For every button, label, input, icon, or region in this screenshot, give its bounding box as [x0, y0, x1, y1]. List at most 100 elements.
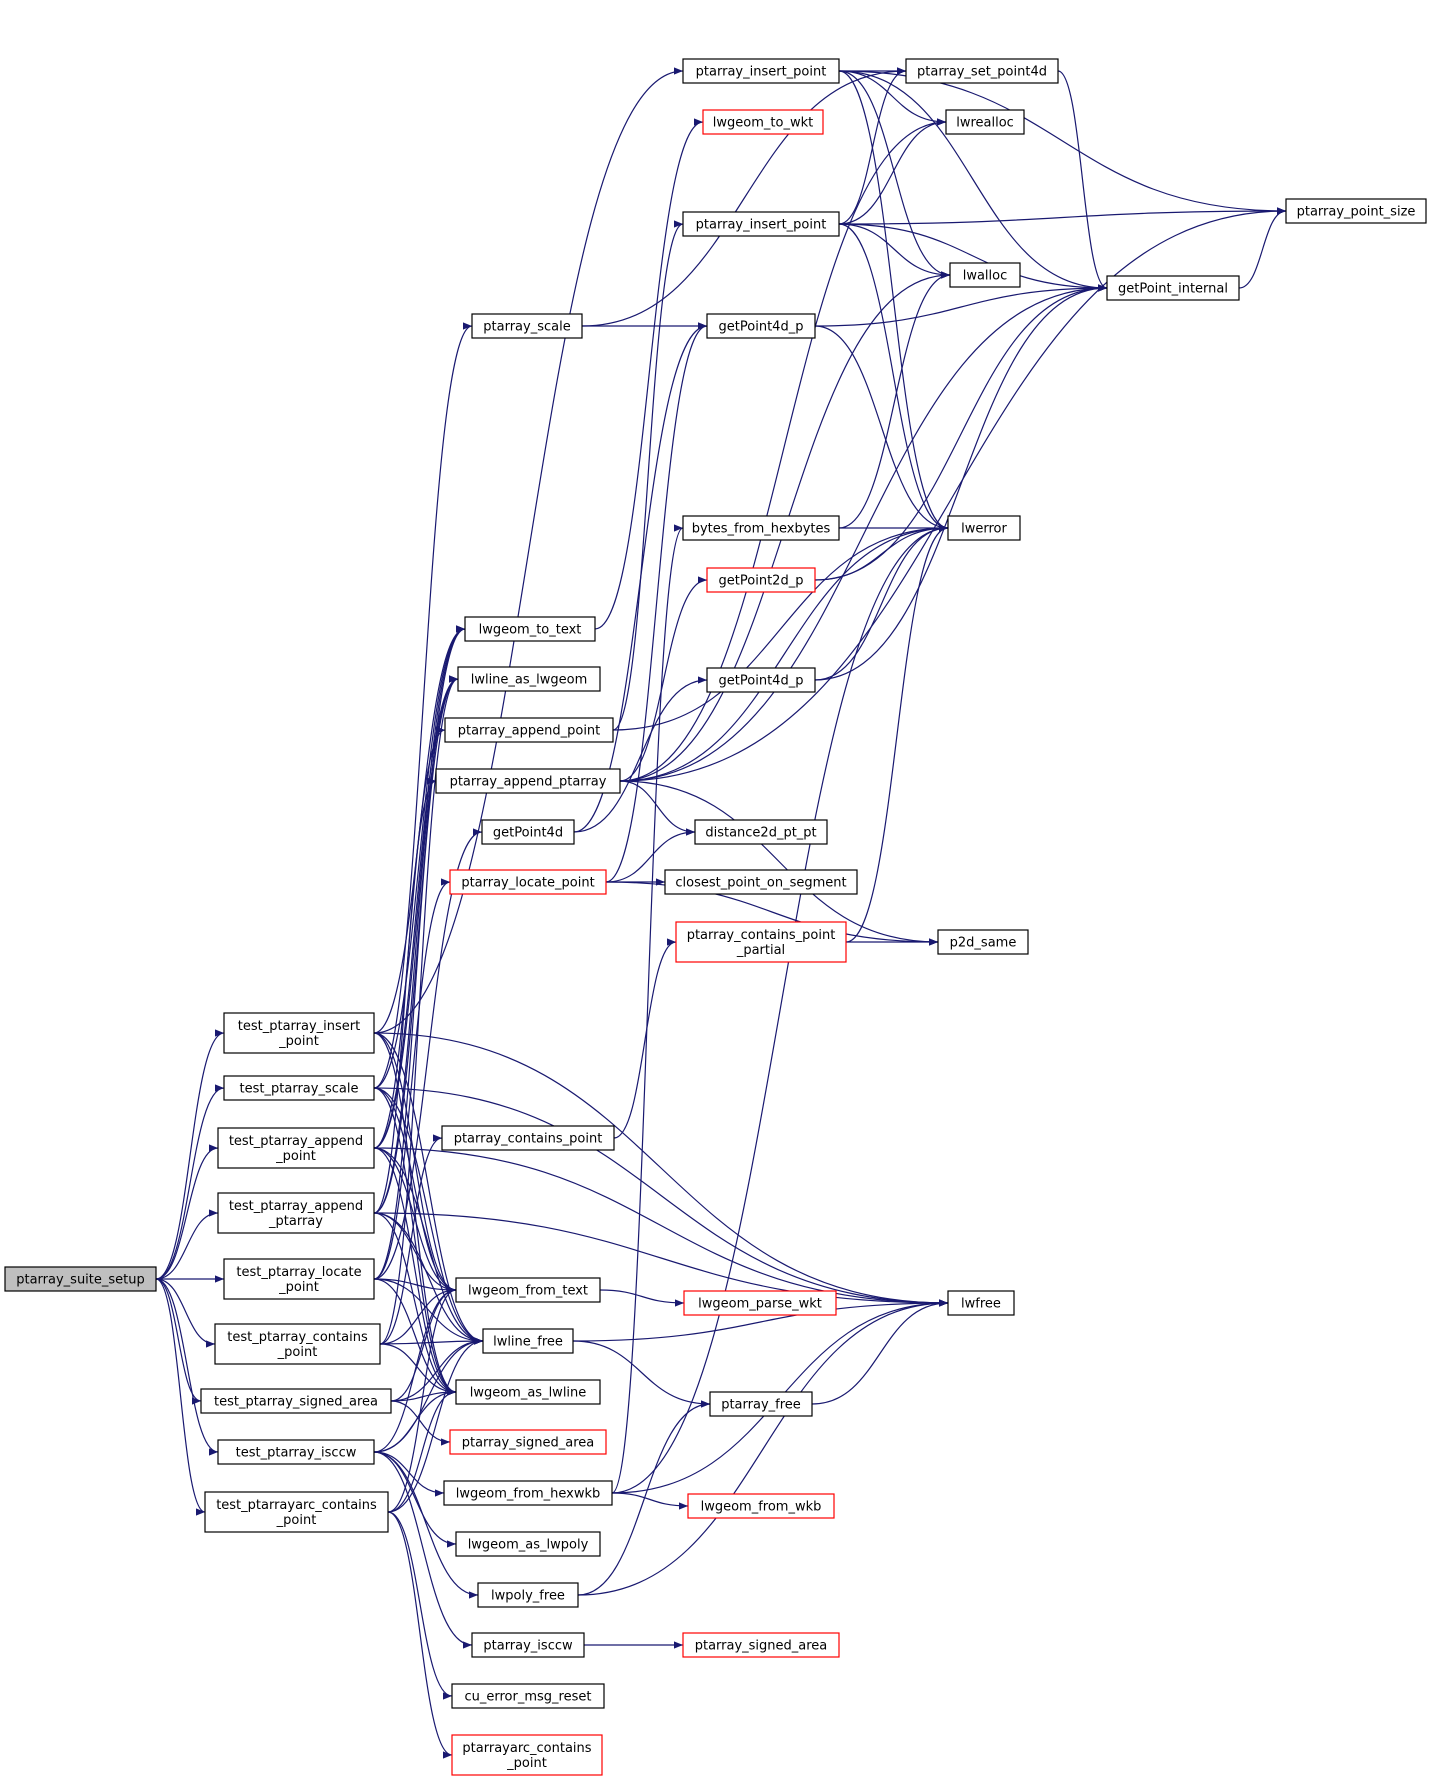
node-t-arc[interactable]: test_ptarrayarc_contains_point: [204, 1491, 389, 1533]
node-label: test_ptarray_isccw: [236, 1446, 357, 1461]
edge-root-to-t-append-ptarray: [155, 1209, 219, 1280]
edge-ptarray-insert-point-b-to-ptarray-set-point4d: [838, 67, 907, 225]
node-lwrealloc[interactable]: lwrealloc: [945, 109, 1025, 135]
node-getPoint2d-p[interactable]: getPoint2d_p: [706, 567, 816, 593]
node-label: bytes_from_hexbytes: [692, 522, 831, 537]
node-label: ptarray_contains_point: [687, 928, 836, 943]
node-ptarray-insert-point-b[interactable]: ptarray_insert_point: [682, 211, 840, 237]
node-lwgeom-parse-wkt[interactable]: lwgeom_parse_wkt: [683, 1290, 837, 1316]
node-label: lwgeom_parse_wkt: [698, 1297, 822, 1312]
node-box: [444, 717, 614, 743]
node-ptarray-append-ptarray[interactable]: ptarray_append_ptarray: [435, 768, 621, 794]
edge-t-arc-to-lwgeom-from-text: [387, 1286, 457, 1513]
node-label: ptarray_set_point4d: [917, 65, 1047, 80]
node-lwalloc[interactable]: lwalloc: [949, 262, 1021, 288]
edge-t-locate-to-lwline-free: [373, 1278, 484, 1345]
node-t-append-point[interactable]: test_ptarray_append_point: [217, 1127, 375, 1169]
node-t-isccw[interactable]: test_ptarray_isccw: [217, 1439, 375, 1465]
edge-t-scale-to-lwgeom-as-lwline: [373, 1087, 457, 1396]
node-label: _point: [277, 1345, 318, 1360]
node-ptarray-contains-point[interactable]: ptarray_contains_point: [441, 1125, 615, 1151]
edge-t-append-point-to-lwline-free: [373, 1147, 484, 1345]
node-cu-error-msg-reset[interactable]: cu_error_msg_reset: [451, 1683, 605, 1709]
node-lwgeom-as-lwline[interactable]: lwgeom_as_lwline: [455, 1379, 601, 1405]
node-ptarray-signed-area-right[interactable]: ptarray_signed_area: [682, 1632, 840, 1658]
node-ptarray-set-point4d[interactable]: ptarray_set_point4d: [905, 58, 1059, 84]
node-t-scale[interactable]: test_ptarray_scale: [223, 1075, 375, 1101]
node-ptarray-locate-point[interactable]: ptarray_locate_point: [449, 869, 607, 895]
edge-getPoint4d-p-b-to-getPoint-internal: [814, 284, 1108, 681]
node-lwline-as-lwgeom[interactable]: lwline_as_lwgeom: [457, 666, 601, 692]
edge-ptarray-append-ptarray-to-ptarray-point-size: [619, 207, 1287, 782]
node-ptarray-signed-area-mid[interactable]: ptarray_signed_area: [449, 1429, 607, 1455]
node-t-append-ptarray[interactable]: test_ptarray_append_ptarray: [217, 1192, 375, 1234]
edge-lwgeom-from-hexwkb-to-lwerror: [611, 524, 949, 1494]
node-label: _point: [275, 1149, 316, 1164]
edge-t-append-point-to-lwfree: [373, 1147, 949, 1307]
node-label: _point: [276, 1513, 317, 1528]
node-distance2d-pt-pt[interactable]: distance2d_pt_pt: [694, 819, 828, 845]
node-getPoint4d-p-b[interactable]: getPoint4d_p: [706, 667, 816, 693]
node-label: _point: [278, 1034, 319, 1049]
node-label: lwgeom_from_text: [468, 1284, 588, 1299]
edge-t-locate-to-lwline-as-lwgeom: [373, 675, 459, 1280]
node-ptarray-free[interactable]: ptarray_free: [709, 1391, 813, 1417]
node-label: ptarrayarc_contains: [462, 1741, 591, 1756]
node-label: _point: [506, 1756, 547, 1771]
node-ptarray-point-size[interactable]: ptarray_point_size: [1285, 198, 1427, 224]
node-box: [441, 1125, 615, 1151]
node-bytes-from-hexbytes[interactable]: bytes_from_hexbytes: [682, 515, 840, 541]
edge-root-to-t-signed: [155, 1278, 202, 1405]
node-label: getPoint4d: [493, 826, 563, 841]
node-t-insert[interactable]: test_ptarray_insert_point: [223, 1012, 375, 1054]
node-label: lwline_as_lwgeom: [471, 673, 588, 688]
edge-ptarray-append-ptarray-to-lwrealloc: [619, 118, 947, 782]
edge-t-arc-to-cu-error-msg-reset: [387, 1511, 453, 1700]
node-ptarray-append-point[interactable]: ptarray_append_point: [444, 717, 614, 743]
node-ptarray-scale[interactable]: ptarray_scale: [471, 313, 583, 339]
node-label: ptarray_insert_point: [696, 218, 827, 233]
node-lwgeom-to-wkt[interactable]: lwgeom_to_wkt: [702, 109, 824, 135]
node-lwpoly-free[interactable]: lwpoly_free: [477, 1582, 579, 1608]
node-getPoint4d[interactable]: getPoint4d: [481, 819, 575, 845]
edge-root-to-t-scale: [155, 1084, 225, 1280]
edge-getPoint4d-p-a-to-getPoint-internal: [814, 284, 1108, 327]
edge-lwpoly-free-to-lwfree: [577, 1299, 949, 1596]
node-lwgeom-from-hexwkb[interactable]: lwgeom_from_hexwkb: [443, 1480, 613, 1506]
node-lwgeom-as-lwpoly[interactable]: lwgeom_as_lwpoly: [455, 1531, 601, 1557]
node-lwgeom-from-text[interactable]: lwgeom_from_text: [455, 1277, 601, 1303]
node-box: [435, 768, 621, 794]
node-box: [687, 1493, 835, 1519]
node-t-contains[interactable]: test_ptarray_contains_point: [214, 1323, 381, 1365]
node-box: [455, 1531, 601, 1557]
node-ptarray-isccw[interactable]: ptarray_isccw: [471, 1632, 585, 1658]
edge-root-to-t-arc: [155, 1278, 206, 1516]
node-t-locate[interactable]: test_ptarray_locate_point: [223, 1258, 375, 1300]
node-label: distance2d_pt_pt: [705, 826, 816, 841]
node-box: [217, 1127, 375, 1169]
node-box: [217, 1192, 375, 1234]
node-box: [204, 1491, 389, 1533]
node-ptarray-insert-point-a[interactable]: ptarray_insert_point: [682, 58, 840, 84]
node-t-signed[interactable]: test_ptarray_signed_area: [200, 1388, 392, 1414]
node-lwgeom-to-text[interactable]: lwgeom_to_text: [464, 616, 596, 642]
node-getPoint4d-p-a[interactable]: getPoint4d_p: [706, 313, 816, 339]
node-closest-point-on-segment[interactable]: closest_point_on_segment: [664, 869, 858, 895]
edge-t-append-point-to-lwgeom-as-lwline: [373, 1147, 457, 1396]
node-label: ptarray_free: [721, 1398, 801, 1413]
node-ptarray-contains-point-partial[interactable]: ptarray_contains_point_partial: [675, 921, 847, 963]
node-lwgeom-from-wkb[interactable]: lwgeom_from_wkb: [687, 1493, 835, 1519]
node-p2d-same[interactable]: p2d_same: [937, 929, 1029, 955]
edge-ptarray-append-ptarray-to-distance2d-pt-pt: [619, 780, 696, 836]
node-getPoint-internal[interactable]: getPoint_internal: [1106, 275, 1240, 301]
node-label: lwpoly_free: [491, 1589, 565, 1604]
edge-t-append-ptarray-to-ptarray-append-ptarray: [373, 777, 437, 1214]
node-lwerror[interactable]: lwerror: [947, 515, 1021, 541]
node-lwline-free[interactable]: lwline_free: [482, 1328, 574, 1354]
node-label: test_ptarray_scale: [240, 1082, 359, 1097]
node-ptarrayarc-contains-point[interactable]: ptarrayarc_contains_point: [451, 1734, 603, 1776]
edge-t-append-point-to-lwline-as-lwgeom: [373, 675, 459, 1149]
node-root[interactable]: ptarray_suite_setup: [4, 1266, 157, 1292]
node-lwfree[interactable]: lwfree: [947, 1290, 1015, 1316]
node-box: [443, 1480, 613, 1506]
